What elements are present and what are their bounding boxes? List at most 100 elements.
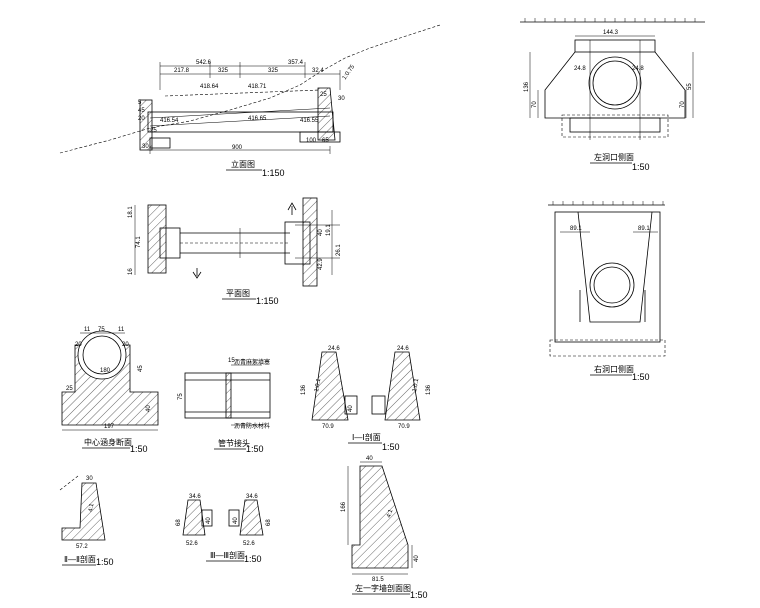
- section-3-view: 34.6 34.6 68 68 40 40 52.6 52.6 Ⅲ—Ⅲ剖面 1:…: [176, 494, 272, 564]
- center-dim-4: 20: [75, 342, 82, 348]
- section-1-title: Ⅰ—Ⅰ剖面: [352, 432, 381, 442]
- plan-dim-4: 19.1: [326, 224, 332, 236]
- elev-dim-3: 217.8: [174, 68, 190, 74]
- center-dim-9: 40: [146, 405, 152, 412]
- s1-dim-1: 24.6: [328, 346, 340, 352]
- left-portal-title: 左洞口侧面: [594, 152, 634, 162]
- elev-side-3: 20: [138, 116, 145, 122]
- section-2-view: 30 4:1 57.2 Ⅱ—Ⅱ剖面 1:50: [59, 475, 114, 567]
- joint-dim-2: 75: [178, 393, 184, 400]
- elev-side-5: 25: [320, 92, 327, 98]
- right-portal-scale: 1:50: [632, 372, 650, 382]
- s1-dim-5: 1:0.1: [314, 378, 322, 393]
- elev-slope: 1:0.75: [342, 63, 357, 81]
- elev-bottom-2: 65: [322, 138, 329, 144]
- plan-scale: 1:150: [256, 296, 279, 306]
- lp-dim-5: 24.8: [632, 66, 644, 72]
- elev-side-1: 5: [138, 100, 142, 106]
- wing-wall-view: 40 166 4:1 40 81.5 左一字墙剖面图 1:50: [341, 456, 428, 600]
- joint-dim-1: 15: [228, 358, 235, 364]
- center-dim-10: 197: [104, 424, 115, 430]
- elev-level-4: 416.65: [248, 116, 267, 122]
- right-portal-view: 89.1 89.1 右洞口侧面 1:50: [548, 201, 666, 382]
- s2-dim-3: 57.2: [76, 544, 88, 550]
- elev-dim-1: 542.6: [196, 60, 212, 66]
- elev-side-2: 45: [138, 108, 145, 114]
- rp-dim-1: 89.1: [570, 226, 582, 232]
- wing-dim-3: 4:1: [386, 508, 394, 518]
- elev-level-5: 416.55: [300, 118, 319, 124]
- plan-dim-7: 42.9: [318, 258, 324, 270]
- s1-dim-9: 70.9: [398, 424, 410, 430]
- joint-note-1: 沥青麻絮填塞: [234, 358, 270, 366]
- elev-dim-4: 325: [218, 68, 229, 74]
- center-dim-8: 45: [138, 365, 144, 372]
- s1-dim-4: 136: [426, 384, 432, 395]
- plan-dim-2: 16: [128, 268, 134, 275]
- center-dim-2: 11: [84, 327, 91, 333]
- joint-note-2: 沥青防水材料: [234, 422, 270, 430]
- elev-side-4: 30: [338, 96, 345, 102]
- elev-level-2: 418.71: [248, 84, 267, 90]
- plan-dim-5: 26.1: [336, 244, 342, 256]
- center-scale: 1:50: [130, 444, 148, 454]
- center-dim-1: 75: [98, 327, 105, 333]
- wing-dim-2: 166: [341, 501, 347, 512]
- elev-dim-total: 900: [232, 145, 243, 151]
- lp-dim-4: 24.8: [574, 66, 586, 72]
- s1-dim-8: 70.9: [322, 424, 334, 430]
- joint-title: 管节接头: [218, 438, 250, 448]
- section-2-scale: 1:50: [96, 557, 114, 567]
- elevation-scale: 1:150: [262, 168, 285, 178]
- right-portal-title: 右洞口侧面: [594, 364, 634, 374]
- wing-dim-4: 40: [414, 555, 420, 562]
- s3-dim-3: 68: [176, 519, 182, 526]
- left-portal-view: 144.3 136 70 24.8 24.8 55 70 左洞口侧面 1:50: [520, 18, 705, 172]
- s3-dim-5: 40: [206, 517, 212, 524]
- s3-dim-2: 34.6: [246, 494, 258, 500]
- section-1-view: 24.6 24.6 136 136 1:0.1 1:0.1 40 70.9 70…: [301, 346, 432, 452]
- lp-dim-3: 70: [532, 101, 538, 108]
- elev-dim-5: 325: [268, 68, 279, 74]
- plan-view: 18.1 16 74.1 19.1 26.1 40 42.9 平面图 1:150: [128, 197, 342, 306]
- center-dim-3: 11: [118, 327, 125, 333]
- section-3-scale: 1:50: [244, 554, 262, 564]
- elevation-title: 立面图: [231, 159, 255, 169]
- plan-dim-1: 18.1: [128, 206, 134, 218]
- plan-dim-3: 74.1: [136, 236, 142, 248]
- s1-dim-7: 40: [348, 405, 354, 412]
- s2-dim-1: 30: [86, 476, 93, 482]
- elev-dim-6: 32.4: [312, 68, 324, 74]
- wing-title: 左一字墙剖面图: [355, 583, 411, 593]
- elev-side-6: 25: [150, 128, 157, 134]
- section-1-scale: 1:50: [382, 442, 400, 452]
- plan-dim-6: 40: [318, 229, 324, 236]
- s1-dim-2: 24.6: [397, 346, 409, 352]
- center-dim-7: 25: [66, 386, 73, 392]
- rp-dim-2: 89.1: [638, 226, 650, 232]
- elev-side-7: 30: [142, 144, 149, 150]
- elev-level-1: 418.64: [200, 84, 219, 90]
- s3-dim-7: 52.6: [186, 541, 198, 547]
- elev-dim-2: 357.4: [288, 60, 304, 66]
- s1-dim-6: 1:0.1: [412, 378, 420, 393]
- s3-dim-1: 34.6: [189, 494, 201, 500]
- joint-scale: 1:50: [246, 444, 264, 454]
- pipe-joint-view: 15 75 沥青麻絮填塞 沥青防水材料 管节接头 1:50: [178, 358, 271, 454]
- lp-dim-1: 144.3: [603, 30, 619, 36]
- center-title: 中心涵身断面: [84, 437, 132, 447]
- center-dim-6: 180: [100, 368, 111, 374]
- elev-bottom-1: 100: [306, 138, 317, 144]
- s3-dim-6: 40: [233, 517, 239, 524]
- s2-dim-2: 4:1: [88, 502, 95, 512]
- section-2-title: Ⅱ—Ⅱ剖面: [64, 554, 96, 564]
- left-portal-scale: 1:50: [632, 162, 650, 172]
- elev-level-3: 416.54: [160, 118, 179, 124]
- section-3-title: Ⅲ—Ⅲ剖面: [210, 550, 245, 560]
- center-dim-5: 20: [122, 342, 129, 348]
- lp-dim-2: 136: [524, 81, 530, 92]
- wing-dim-1: 40: [366, 456, 373, 462]
- lp-dim-6: 55: [687, 83, 693, 90]
- center-section-view: 75 11 11 20 20 180 25 45 40 197 中心涵身断面 1…: [61, 327, 159, 454]
